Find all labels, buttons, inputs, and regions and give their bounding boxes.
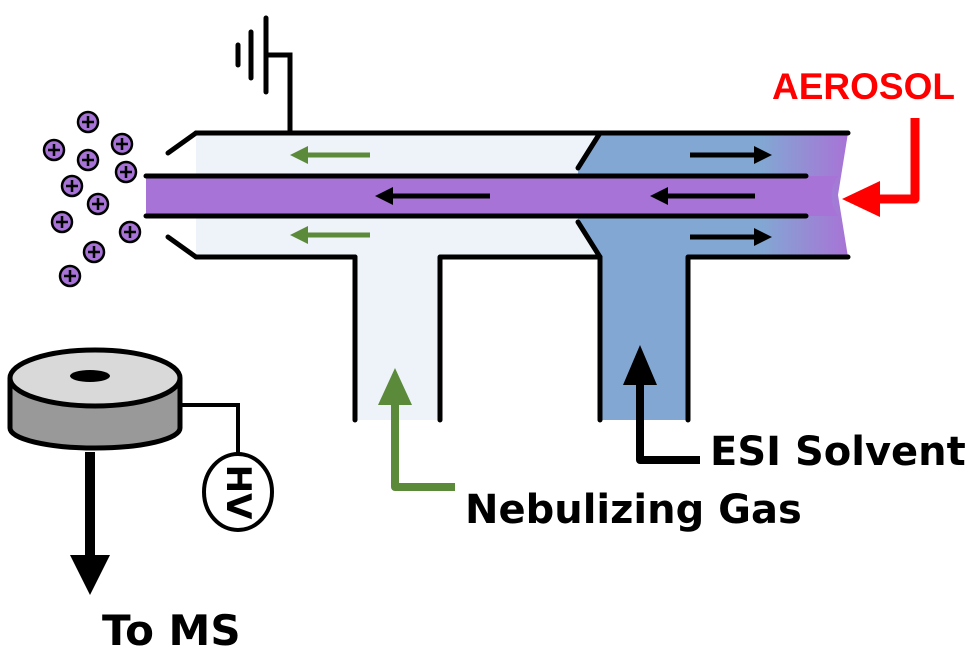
nebulizer-outline — [143, 130, 851, 423]
ion-cloud — [42, 110, 142, 288]
aerosol-label: AEROSOL — [772, 66, 955, 107]
hv-power-supply — [202, 452, 274, 532]
esi-solvent-inlet-arrow — [623, 345, 700, 464]
ion-icon — [76, 110, 100, 134]
ion-icon — [60, 174, 84, 198]
esi-solvent-flow-arrows — [690, 146, 772, 246]
to-ms-arrow — [70, 452, 110, 595]
nebulizing-gas-flow-arrows — [290, 146, 370, 244]
ion-icon — [58, 264, 82, 288]
ion-icon — [110, 132, 134, 156]
ion-icon — [114, 160, 138, 184]
ion-icon — [50, 210, 74, 234]
aerosol-flow-arrows — [375, 187, 755, 205]
nebulizing-gas-label: Nebulizing Gas — [465, 487, 802, 533]
ms-inlet — [7, 347, 183, 451]
ion-icon — [82, 240, 106, 264]
nebulizing-gas-inlet-arrow — [378, 368, 455, 491]
ion-icon — [86, 192, 110, 216]
ground-symbol — [235, 15, 293, 136]
ms-inlet-orifice — [70, 370, 110, 382]
ion-icon — [42, 138, 66, 162]
ion-icon — [76, 148, 100, 172]
ion-icon — [118, 220, 142, 244]
to-ms-label: To MS — [102, 606, 241, 655]
hv-wiring — [180, 403, 240, 455]
aerosol-inlet-arrow — [842, 118, 920, 217]
hv-label: HV — [218, 465, 258, 520]
aerosol-capillary — [146, 176, 838, 216]
esi-solvent-label: ESI Solvent — [710, 429, 966, 475]
